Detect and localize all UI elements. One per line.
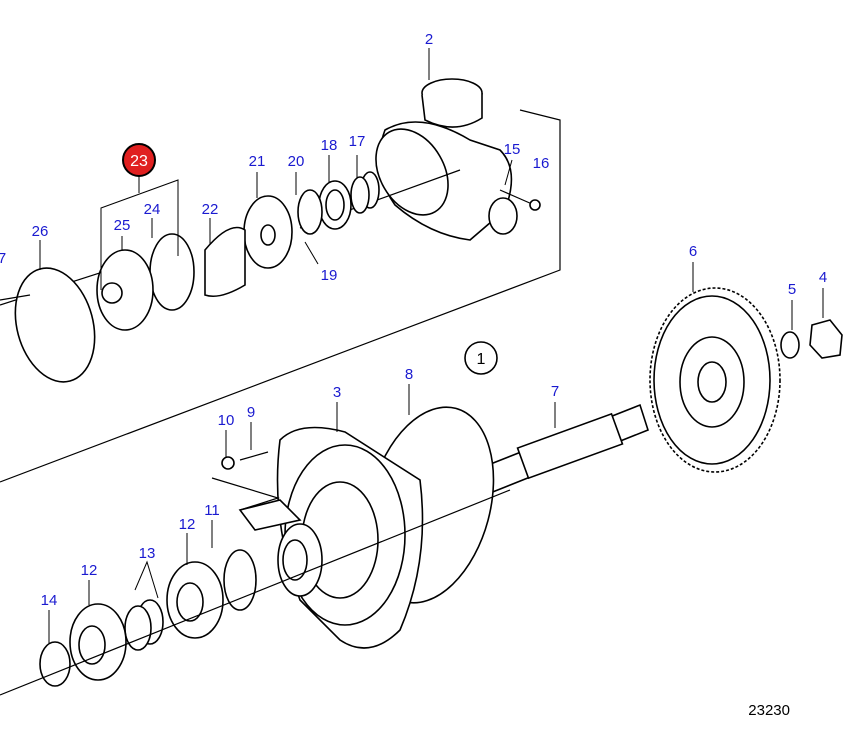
callout-15[interactable]: 15 (504, 141, 521, 158)
callout-14[interactable]: 14 (41, 592, 58, 609)
retainer-plate (238, 499, 302, 531)
circlip (124, 605, 152, 651)
callout-13[interactable]: 13 (139, 545, 156, 562)
callout-24[interactable]: 24 (144, 201, 161, 218)
callout-21[interactable]: 21 (249, 153, 266, 170)
callout-9[interactable]: 9 (247, 404, 255, 421)
washer (780, 331, 800, 359)
leader-lines (39, 48, 824, 643)
cover-plate (0, 267, 96, 383)
callout-5[interactable]: 5 (788, 281, 796, 298)
figure-number: 23230 (748, 702, 790, 719)
callout-7[interactable]: 7 (551, 383, 559, 400)
seal-parts (243, 171, 380, 269)
callout-17[interactable]: 17 (349, 133, 366, 150)
callout-8[interactable]: 8 (405, 366, 413, 383)
callout-1-assembly[interactable]: 1 (464, 341, 498, 375)
callout-16[interactable]: 16 (533, 155, 550, 172)
center-line (0, 489, 511, 696)
callout-3[interactable]: 3 (333, 384, 341, 401)
callout-label: 23 (130, 153, 148, 170)
pump-housing (299, 78, 518, 241)
callout-10[interactable]: 10 (218, 412, 235, 429)
callout-25[interactable]: 25 (114, 217, 131, 234)
nut (809, 319, 843, 359)
callout-12-lower[interactable]: 12 (81, 562, 98, 579)
bearing-housing (276, 426, 424, 649)
seal-ring (39, 641, 71, 687)
callout-4[interactable]: 4 (819, 269, 827, 286)
bolt (211, 451, 281, 511)
callout-26[interactable]: 26 (32, 223, 49, 240)
bearing (166, 561, 224, 639)
impeller (96, 233, 195, 331)
callout-20[interactable]: 20 (288, 153, 305, 170)
screw (499, 189, 541, 211)
callout-6[interactable]: 6 (689, 243, 697, 260)
callout-2[interactable]: 2 (425, 31, 433, 48)
callout-12-upper[interactable]: 12 (179, 516, 196, 533)
callout-7-partial[interactable]: 7 (0, 250, 6, 267)
callout-22[interactable]: 22 (202, 201, 219, 218)
gear (649, 287, 781, 473)
bearing (69, 603, 127, 681)
cam (204, 226, 246, 298)
callout-23-highlighted[interactable]: 23 (122, 143, 156, 177)
callout-label: 1 (477, 351, 486, 368)
callout-18[interactable]: 18 (321, 137, 338, 154)
snap-ring (223, 549, 257, 611)
callout-11[interactable]: 11 (204, 502, 220, 519)
callout-19[interactable]: 19 (321, 267, 338, 284)
